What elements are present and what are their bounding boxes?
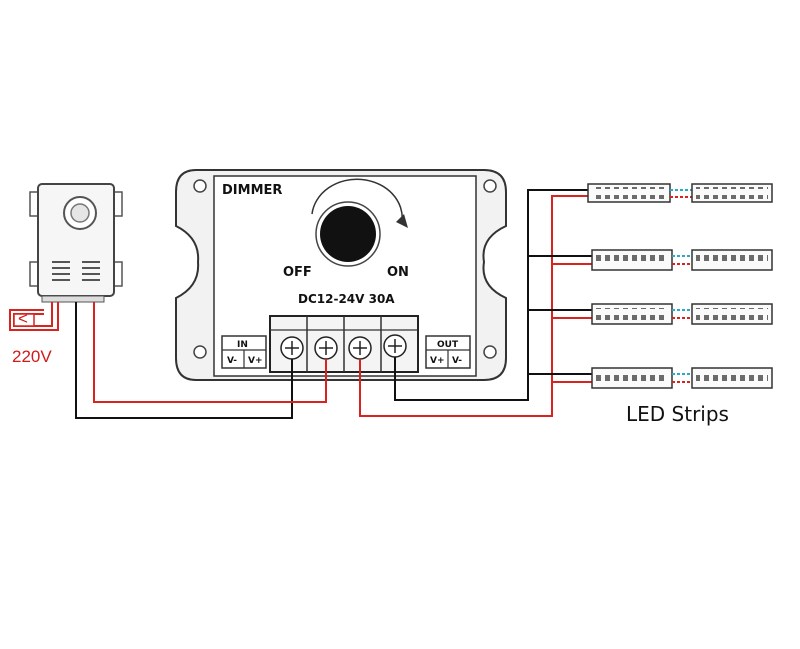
negative-output-wire [394,189,588,401]
in-label-box [221,335,267,369]
positive-input-wire [93,302,327,403]
positive-output-wire [359,195,588,417]
negative-input-wire [75,302,293,419]
led-strip-row-4 [591,367,773,389]
out-neg-label: V- [452,356,462,366]
in-pos-label: V+ [248,356,263,366]
plug-glyph: < [18,309,28,328]
rating-label: DC12-24V 30A [298,292,395,306]
rotation-arc [311,178,403,223]
out-pos-label: V+ [430,356,445,366]
led-strip-row-2 [591,249,773,271]
power-supply [29,183,123,303]
led-strip-row-1 [587,183,773,203]
out-label: OUT [437,340,459,350]
led-strip-row-3 [591,303,773,325]
voltage-label: 220V [12,347,52,366]
terminal-screw-4[interactable] [383,334,407,358]
terminal-screw-2[interactable] [314,336,338,360]
dimmer-knob[interactable] [320,206,376,262]
dimmer-title: DIMMER [222,183,282,198]
in-neg-label: V- [227,356,237,366]
terminal-screw-1[interactable] [280,336,304,360]
on-label: ON [387,265,409,280]
ac-input: < [9,302,59,331]
rotation-arrow-icon [396,214,408,228]
in-label: IN [237,340,248,350]
terminal-screw-3[interactable] [348,336,372,360]
out-label-box [425,335,471,369]
off-label: OFF [283,265,312,280]
led-strips-label: LED Strips [626,402,729,426]
